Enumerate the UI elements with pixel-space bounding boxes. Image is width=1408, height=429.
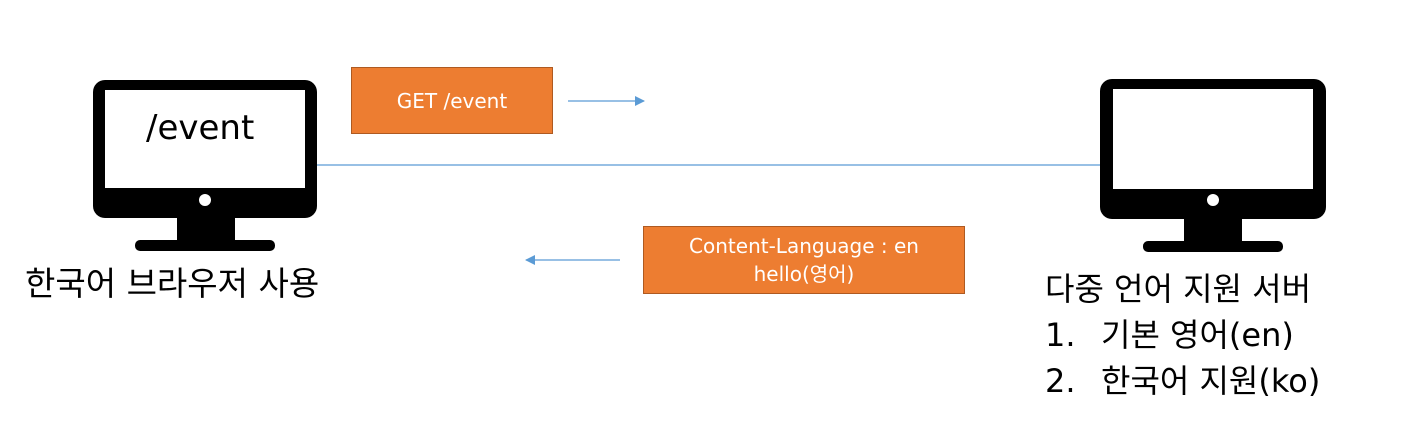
request-label: GET /event [396, 88, 508, 113]
client-monitor-icon [93, 80, 317, 251]
response-body-label: hello(영어) [753, 262, 855, 286]
list-item-number: 2. [1045, 362, 1076, 400]
client-label: 한국어 브라우저 사용 [25, 264, 320, 303]
list-item-text: 한국어 지원(ko) [1101, 362, 1321, 400]
list-item-text: 기본 영어(en) [1101, 316, 1294, 354]
request-box: GET /event [351, 67, 553, 134]
list-item-number: 1. [1045, 316, 1076, 354]
server-language-list: 1. 기본 영어(en) 2. 한국어 지원(ko) [1045, 312, 1320, 404]
list-item: 1. 기본 영어(en) [1045, 312, 1320, 358]
server-monitor-icon [1100, 79, 1326, 252]
list-item: 2. 한국어 지원(ko) [1045, 358, 1320, 404]
server-title: 다중 언어 지원 서버 [1045, 270, 1312, 308]
server-label: 다중 언어 지원 서버 1. 기본 영어(en) 2. 한국어 지원(ko) [1045, 266, 1320, 404]
response-header-label: Content-Language : en [689, 234, 919, 258]
response-box: Content-Language : en hello(영어) [643, 226, 965, 294]
client-screen-text: /event [146, 108, 255, 148]
